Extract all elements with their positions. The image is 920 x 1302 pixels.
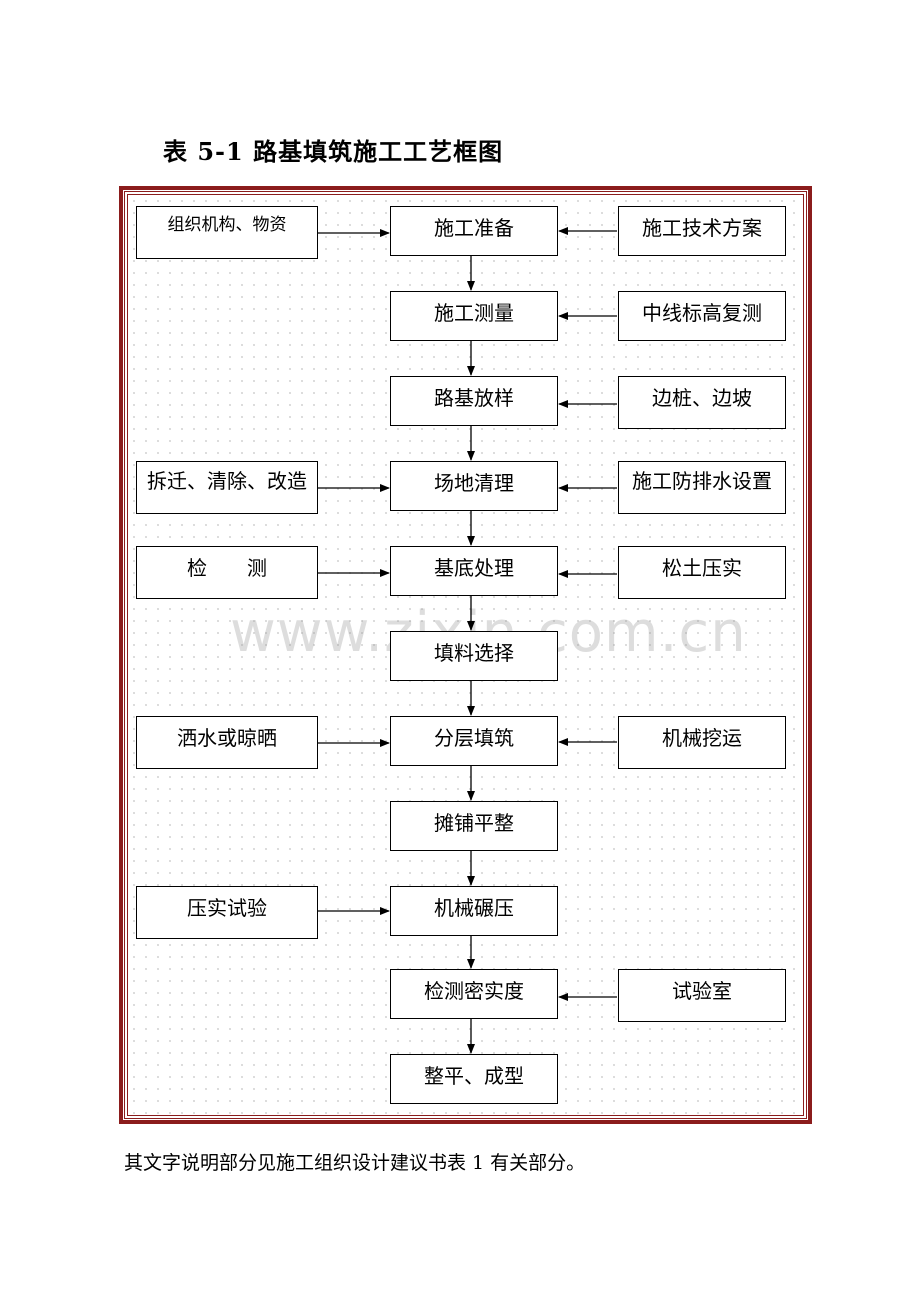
input-edge-stakes-slopes: 边桩、边坡 (618, 376, 786, 429)
step-fill-selection: 填料选择 (390, 631, 558, 681)
input-technical-plan: 施工技术方案 (618, 206, 786, 256)
step-site-clearing: 场地清理 (390, 461, 558, 511)
input-loose-soil-compaction: 松土压实 (618, 546, 786, 599)
step-construction-prep: 施工准备 (390, 206, 558, 256)
input-compaction-test: 压实试验 (136, 886, 318, 939)
diagram-frame-inner (124, 191, 807, 1119)
step-spreading-leveling: 摊铺平整 (390, 801, 558, 851)
step-layered-filling: 分层填筑 (390, 716, 558, 766)
input-organization-materials: 组织机构、物资 (136, 206, 318, 259)
input-watering-drying: 洒水或晾晒 (136, 716, 318, 769)
step-base-treatment: 基底处理 (390, 546, 558, 596)
figure-title: 表 5-1 路基填筑施工工艺框图 (163, 137, 504, 166)
step-mechanical-rolling: 机械碾压 (390, 886, 558, 936)
step-density-testing: 检测密实度 (390, 969, 558, 1019)
step-construction-survey: 施工测量 (390, 291, 558, 341)
input-centerline-elevation-resurvey: 中线标高复测 (618, 291, 786, 341)
step-final-grading: 整平、成型 (390, 1054, 558, 1104)
input-mechanical-excavation: 机械挖运 (618, 716, 786, 769)
caption-note: 其文字说明部分见施工组织设计建议书表 1 有关部分。 (124, 1152, 586, 1174)
input-testing: 检 测 (136, 546, 318, 599)
input-drainage-setup: 施工防排水设置 (618, 461, 786, 514)
step-subgrade-staking: 路基放样 (390, 376, 558, 426)
input-demolition-clearing: 拆迁、清除、改造 (136, 461, 318, 514)
input-laboratory: 试验室 (618, 969, 786, 1022)
